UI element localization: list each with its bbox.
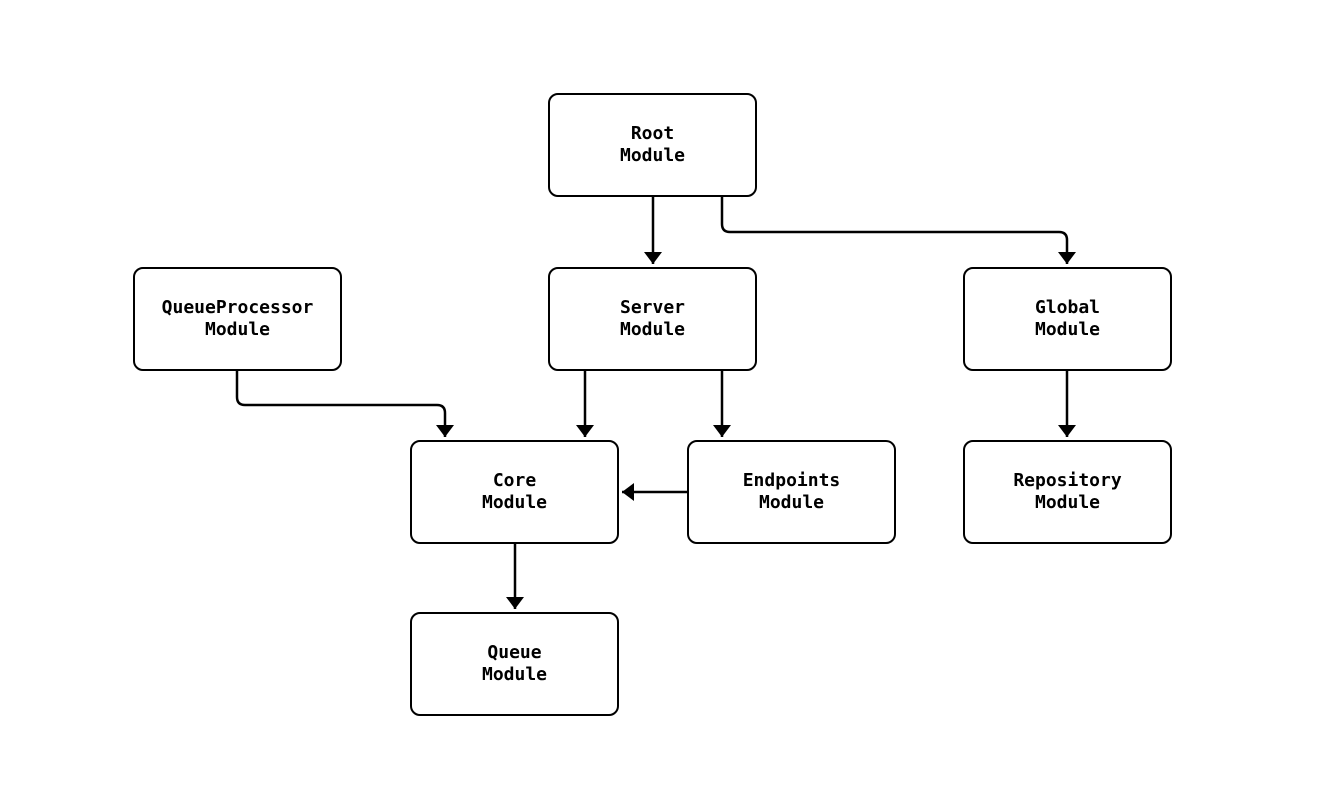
edge-root-to-global <box>720 197 1076 264</box>
node-root-module: Root Module <box>548 93 757 197</box>
node-label-line2: Module <box>204 319 271 340</box>
node-label-line2: Module <box>1034 319 1101 340</box>
node-global-module: Global Module <box>963 267 1172 371</box>
node-label-line1: Queue <box>487 642 542 663</box>
node-label-line2: Module <box>481 492 548 513</box>
node-label-line2: Module <box>481 664 548 685</box>
node-label-line1: Core <box>492 470 537 491</box>
node-label-line1: QueueProcessor <box>161 297 314 318</box>
node-endpoints-module: Endpoints Module <box>687 440 896 544</box>
node-label-line2: Module <box>1034 492 1101 513</box>
node-core-module: Core Module <box>410 440 619 544</box>
node-label-line1: Server <box>619 297 686 318</box>
node-label-line2: Module <box>619 319 686 340</box>
edge-queueprocessor-to-core <box>235 371 454 437</box>
node-label-line1: Global <box>1034 297 1101 318</box>
node-label-line1: Repository <box>1013 470 1122 491</box>
node-queueprocessor-module: QueueProcessor Module <box>133 267 342 371</box>
node-label-line1: Root <box>630 123 675 144</box>
node-label-line2: Module <box>758 492 825 513</box>
node-queue-module: Queue Module <box>410 612 619 716</box>
node-server-module: Server Module <box>548 267 757 371</box>
node-label-line1: Endpoints <box>742 470 841 491</box>
node-repository-module: Repository Module <box>963 440 1172 544</box>
node-label-line2: Module <box>619 145 686 166</box>
